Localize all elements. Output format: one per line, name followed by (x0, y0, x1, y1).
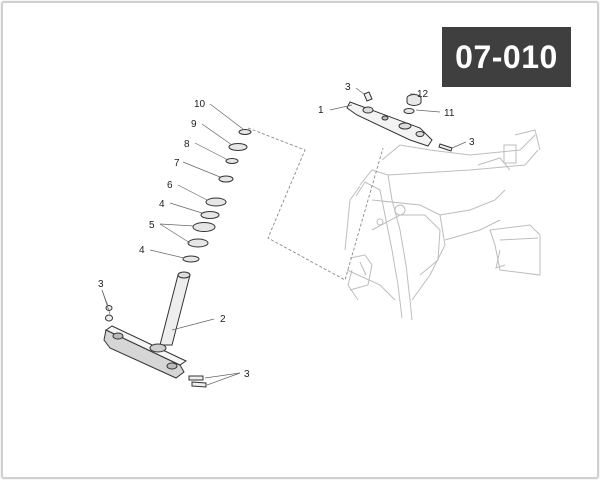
callout-2: 2 (220, 314, 226, 325)
callout-3-bottom: 3 (244, 369, 250, 380)
assembly-guide-line (247, 127, 384, 281)
callout-3-top: 3 (345, 82, 351, 93)
callout-3-left: 3 (98, 279, 104, 290)
part-6 (205, 197, 227, 207)
part-4-lower (182, 255, 200, 263)
callout-6: 6 (167, 180, 173, 191)
part-top-bracket (346, 101, 433, 147)
callout-12: 12 (417, 89, 429, 100)
callout-5: 5 (149, 220, 155, 231)
callout-4-lower: 4 (139, 245, 145, 256)
callout-1: 1 (318, 105, 324, 116)
motorcycle-frame (344, 129, 541, 321)
callout-11: 11 (444, 108, 455, 119)
part-5-upper (192, 222, 216, 232)
part-5-lower (187, 238, 209, 248)
part-bolt-3 (105, 91, 453, 388)
part-nut-12 (406, 94, 422, 106)
callout-4-upper: 4 (159, 199, 165, 210)
callout-8: 8 (184, 139, 190, 150)
part-stack (182, 129, 252, 263)
callout-10: 10 (194, 99, 206, 110)
part-4-upper (200, 211, 220, 219)
callout-7: 7 (174, 158, 180, 169)
part-washer-11 (403, 108, 415, 114)
leader-lines (101, 87, 467, 386)
part-8 (225, 158, 239, 164)
callout-3-right: 3 (469, 137, 475, 148)
page-code-badge: 07-010 (442, 27, 571, 87)
part-steering-stem (103, 271, 191, 379)
part-9 (228, 143, 248, 151)
callout-labels: 1 2 3 3 3 3 4 4 5 6 7 8 9 10 11 12 (98, 82, 475, 380)
callout-9: 9 (191, 119, 197, 130)
part-10 (238, 129, 252, 135)
part-7 (218, 175, 234, 183)
